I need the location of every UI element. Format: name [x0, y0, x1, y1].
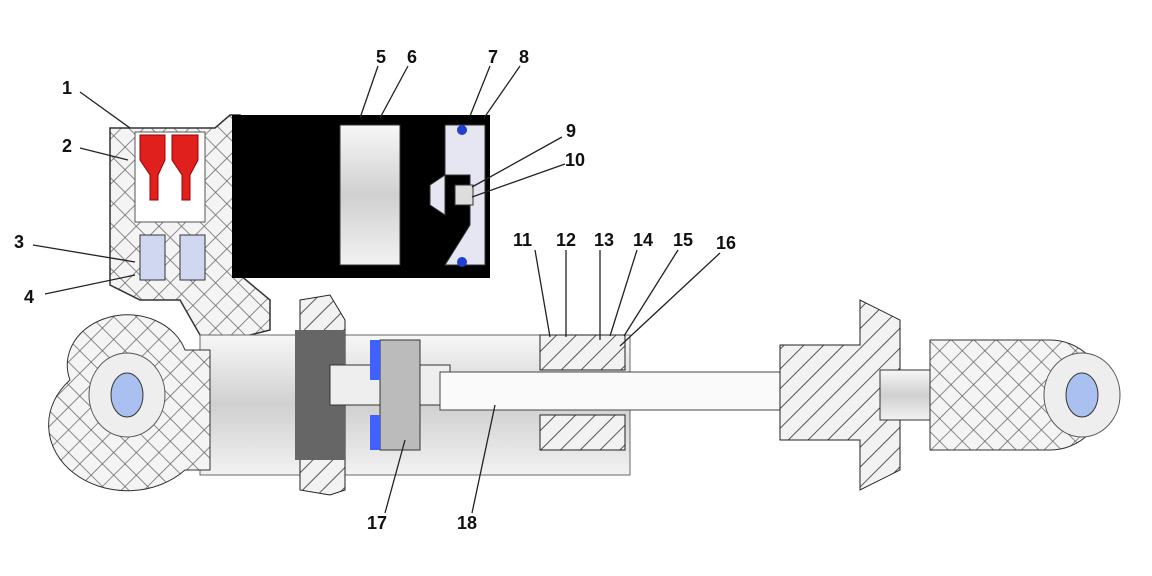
leader-lines — [32, 65, 721, 514]
right-eyelet — [779, 299, 1121, 491]
callout-10: 10 — [565, 150, 585, 170]
callout-2: 2 — [62, 136, 72, 156]
callout-6: 6 — [407, 47, 417, 67]
reservoir-head — [109, 114, 271, 341]
callout-5: 5 — [376, 47, 386, 67]
callout-1: 1 — [62, 78, 72, 98]
callout-3: 3 — [14, 232, 24, 252]
callout-4: 4 — [24, 287, 34, 307]
callout-labels: 1 2 3 4 5 6 7 8 9 10 11 12 13 14 15 16 1… — [14, 47, 736, 533]
ifp-piston — [339, 124, 401, 266]
callout-8: 8 — [519, 47, 529, 67]
callout-12: 12 — [556, 230, 576, 250]
main-body — [199, 294, 841, 496]
callout-9: 9 — [566, 121, 576, 141]
callout-13: 13 — [594, 230, 614, 250]
callout-17: 17 — [367, 513, 387, 533]
compression-valve — [139, 134, 166, 201]
callout-15: 15 — [673, 230, 693, 250]
callout-11: 11 — [513, 230, 532, 250]
callout-18: 18 — [457, 513, 477, 533]
callout-16: 16 — [716, 233, 736, 253]
left-eyelet — [48, 314, 211, 492]
rebound-valve — [171, 134, 199, 201]
callout-14: 14 — [633, 230, 653, 250]
reservoir-cylinder — [232, 115, 490, 278]
callout-7: 7 — [488, 47, 498, 67]
